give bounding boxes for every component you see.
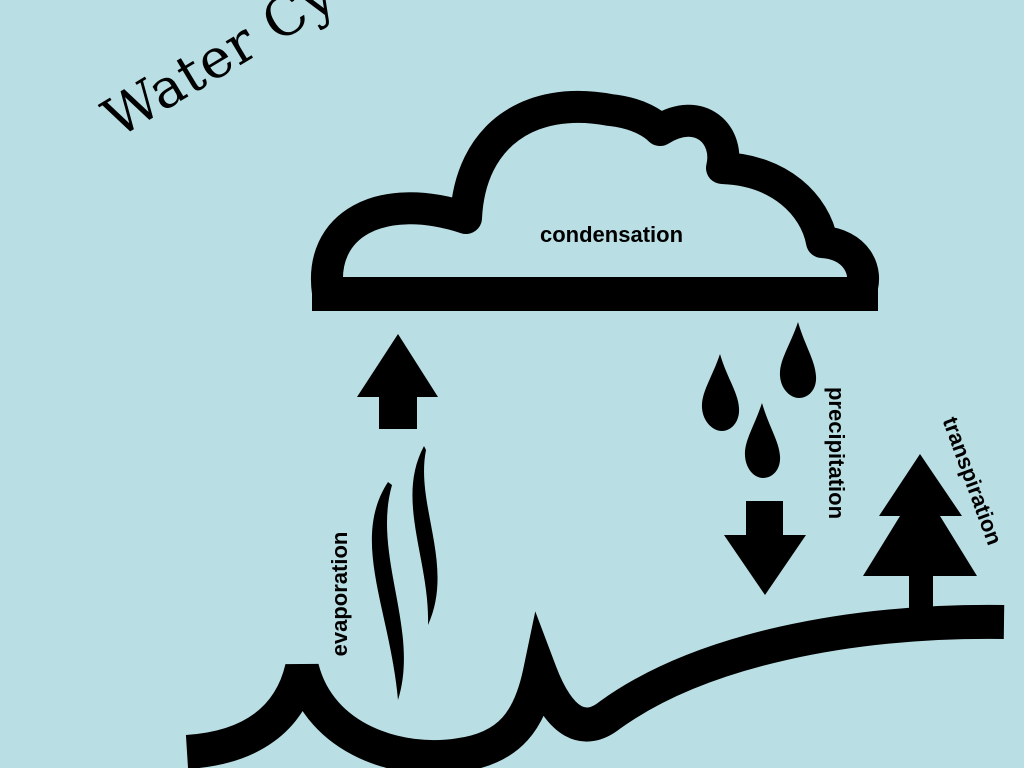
- up-arrow-icon: [357, 334, 438, 429]
- wave-ground-icon: [185, 604, 1005, 768]
- steam-icon: [371, 446, 438, 700]
- down-arrow-icon: [724, 501, 806, 595]
- precipitation-label: precipitation: [824, 386, 849, 520]
- cloud-icon: [310, 90, 879, 311]
- raindrop-icon: [701, 322, 817, 478]
- condensation-label: condensation: [540, 222, 684, 247]
- evaporation-label: evaporation: [327, 531, 352, 657]
